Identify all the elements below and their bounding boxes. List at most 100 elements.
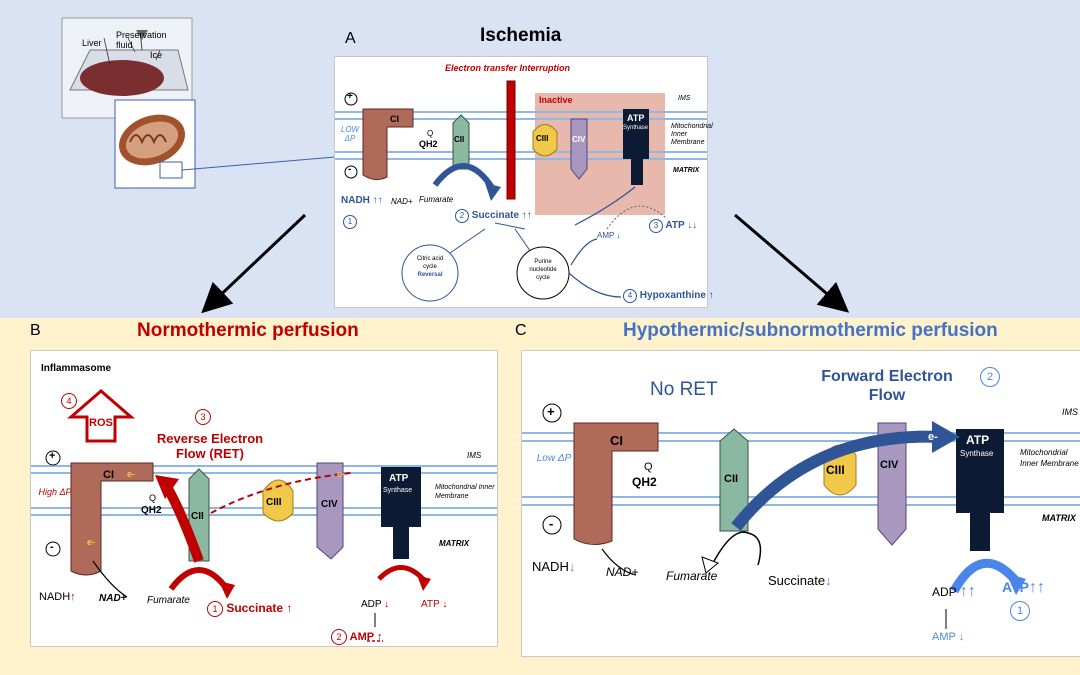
a-q-label: Q [427,129,434,138]
arrow-to-b [201,213,307,314]
a-plus-sign: + [347,91,353,102]
a-ci-label: CI [390,114,399,124]
panel-c-letter: C [515,322,527,339]
b-ros-label: ROS [89,417,113,429]
arrow-to-c [734,213,850,313]
b-q-label: Q [149,493,157,503]
b-matrix-label: MATRIX [439,539,470,548]
liver-label: Liver [82,38,102,48]
panel-a-letter: A [345,30,356,47]
c-nadplus-label: NAD+ [606,565,639,579]
c-complex-i [573,422,659,545]
a-interruption-label: Electron transfer Interruption [445,63,571,73]
a-succinate-label: 2 Succinate ↑↑ [455,209,532,223]
b-atp-down-label: ATP ↓ [421,599,448,610]
a-step-1: 1 [343,215,357,229]
a-fumarate-label: Fumarate [419,195,454,204]
panel-b-title: Normothermic perfusion [137,320,359,341]
c-forward-electron-arrow [731,430,943,531]
b-matrix-electron: e- [87,537,96,547]
b-atp-label: ATP [389,473,409,484]
a-atp-down-label: 3 ATP ↓↓ [649,219,697,233]
c-civ-label: CIV [880,459,899,471]
c-atp-up-label: ATP↑↑ [1002,579,1045,596]
b-highdp-label: High ΔP [38,487,72,497]
b-ci-label: CI [103,469,114,481]
a-ims-label: IMS [678,95,691,102]
b-step-2: 2 [331,629,347,645]
b-complex-iii [262,479,294,522]
panel-b-diagram [31,389,497,642]
c-complex-ii [719,428,749,532]
a-nadplus-label: NAD+ [391,197,413,206]
b-adp-label: ADP ↓ [361,599,390,610]
c-membrane-label: Mitochondrial Inner Membrane [1020,448,1079,468]
a-amp-label: AMP ↓ [597,231,621,240]
a-step-3: 3 [649,219,663,233]
c-q-label: Q [644,461,653,473]
b-atp-synthase [381,467,421,527]
panel-a-diagram [335,80,707,302]
b-step-1: 1 [207,601,223,617]
c-adp-label: ADP ↑↑ [932,583,976,600]
b-minus-sign: - [50,541,54,553]
c-minus-sign: - [549,516,554,531]
b-civ-electron: e- [337,469,346,479]
c-ciii-label: CIII [826,463,845,477]
a-lowdp-label: LOW ΔP [340,125,360,143]
a-step-4: 4 [623,289,637,303]
b-ci-electron: e- [127,469,136,479]
a-complex-iii [532,124,558,157]
c-atp-arrow [950,558,1020,594]
c-lowdp-label: Low ΔP [536,453,572,464]
b-succinate-arrow [168,567,230,591]
panel-b-letter: B [30,322,41,339]
panel-c-diagram [522,403,1080,629]
a-step-2: 2 [455,209,469,223]
c-nadh-label: NADH↓ [532,559,576,574]
a-ciii-label: CIII [536,134,549,143]
b-qh2-label: QH2 [141,505,162,516]
a-minus-sign: - [348,164,352,175]
a-atp-label: ATP [627,113,645,123]
c-noret-label: No RET [650,379,718,400]
a-matrix-label: MATRIX [673,167,700,174]
c-ci-label: CI [610,433,623,448]
a-qh2-label: QH2 [419,139,438,149]
a-complex-ii [452,114,470,170]
a-hypoxanthine-label: 4 Hypoxanthine ↑ [623,289,714,303]
a-cii-label: CII [454,135,465,144]
b-ros-arrow [66,389,136,443]
fluid-label: Preservation fluid [116,30,167,50]
c-step-2: 2 [980,367,1000,387]
inset-illustration [61,17,336,189]
a-complex-i [362,108,414,181]
c-cii-label: CII [724,473,739,485]
a-complex-iv [570,118,588,180]
b-membrane-label: Mitochondrial Inner Membrane [435,484,495,500]
b-nadh-label: NADH↑ [39,591,76,603]
a-succinate-arrow [432,163,496,191]
b-step-4: 4 [61,393,77,409]
b-ciii-label: CIII [266,497,282,508]
b-inflammasome-label: Inflammasome [41,363,112,374]
liver-icon [80,60,164,96]
b-amp-label: 2 AMP ↑ [331,629,382,645]
a-nadh-label: NADH ↑↑ [341,195,383,206]
panel-a-title: Ischemia [480,25,562,46]
c-synthase-label: Synthase [960,449,994,458]
panel-c-title: Hypothermic/subnormothermic perfusion [623,320,998,341]
b-succinate-label: 1 Succinate ↑ [207,601,292,617]
c-plus-sign: + [547,404,555,419]
a-interruption-bar [506,80,516,200]
b-complex-i [70,462,154,576]
c-qh2-label: QH2 [632,475,657,489]
b-fumarate-label: Fumarate [147,595,190,606]
ice-label: Ice [150,50,163,60]
c-fumarate-label: Fumarate [666,569,718,583]
